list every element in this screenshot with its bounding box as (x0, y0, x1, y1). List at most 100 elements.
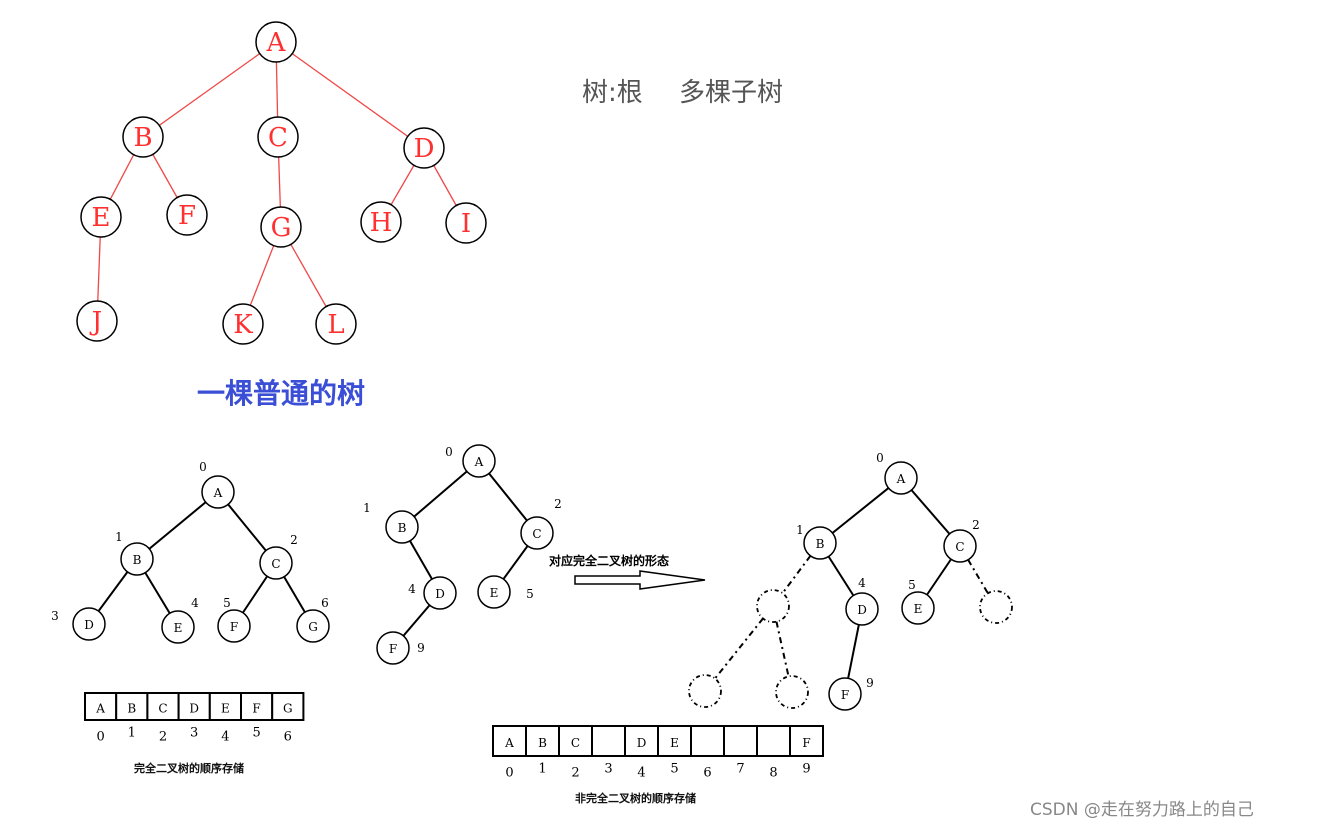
complete-tree-node (161, 610, 195, 644)
complete-tree-node-label: G (308, 620, 318, 634)
mapped-array-cell (789, 725, 824, 757)
incomplete-tree-index: 2 (554, 497, 562, 511)
complete-array-cell-label: C (158, 702, 167, 716)
arrow-label: 对应完全二叉树的形态 (549, 554, 670, 568)
mapped-array-cell (723, 725, 758, 757)
complete-tree-index: 5 (223, 596, 231, 610)
general-tree-node (315, 303, 357, 345)
mapped-tree-node-label: D (857, 603, 867, 617)
tree-definition-note: 树:根 多棵子树 (582, 78, 784, 108)
mapped-tree-empty-node (756, 589, 790, 623)
complete-tree-node-label: D (84, 618, 94, 632)
complete-array-cell-label: A (95, 702, 105, 716)
incomplete-tree-index: 9 (417, 641, 425, 655)
mapped-array-cell (558, 725, 593, 757)
complete-tree-node (120, 542, 154, 576)
general-tree-node (222, 303, 264, 345)
incomplete-tree-node (462, 444, 496, 478)
general-tree-node-label: E (92, 203, 111, 233)
incomplete-tree-index: 4 (408, 582, 416, 596)
mapped-tree-node-label: B (816, 537, 825, 551)
general-tree-node (122, 116, 164, 158)
complete-array-cell-label: F (252, 702, 260, 716)
mapped-array-cell (657, 725, 692, 757)
complete-array-cell (271, 692, 305, 721)
mapped-tree-node (828, 677, 862, 711)
complete-tree-node-label: C (271, 557, 280, 571)
mapped-tree-node-label: C (955, 540, 964, 554)
mapped-array-index: 6 (703, 766, 711, 781)
complete-array-index: 5 (252, 726, 260, 741)
general-tree-node-label: I (461, 209, 471, 239)
general-tree-node (403, 127, 445, 169)
mapped-array-index: 7 (736, 762, 744, 777)
incomplete-tree-node-label: F (389, 642, 397, 656)
mapped-array-index: 4 (637, 766, 645, 781)
complete-array-cell-label: D (189, 702, 199, 716)
complete-tree-caption: 完全二叉树的顺序存储 (134, 762, 244, 775)
complete-tree-index: 0 (199, 460, 207, 474)
complete-tree-node (296, 609, 330, 643)
incomplete-tree-node (385, 510, 419, 544)
complete-array-index: 1 (128, 726, 136, 741)
general-tree-node (360, 201, 402, 243)
general-tree-node (255, 21, 297, 63)
general-tree-node (166, 194, 208, 236)
general-tree-node (445, 202, 487, 244)
mapped-tree-node-label: E (914, 602, 923, 616)
mapped-array-index: 0 (505, 766, 513, 781)
complete-tree-node (201, 475, 235, 509)
complete-array-cell (177, 692, 211, 721)
mapped-array-cell (492, 725, 527, 757)
general-tree-node-label: C (268, 123, 288, 153)
mapped-tree-node (943, 529, 977, 563)
incomplete-tree-caption: 非完全二叉树的顺序存储 (575, 792, 696, 805)
mapped-array-cell-label: E (670, 736, 679, 750)
mapped-array-cell-label: A (504, 736, 514, 750)
complete-tree-index: 6 (321, 596, 329, 610)
mapped-array-index: 9 (802, 762, 810, 777)
mapped-array-cell (591, 725, 626, 757)
mapped-array-cell-label: D (637, 736, 647, 750)
right-arrow-icon (574, 570, 706, 590)
mapped-array-cell-label: B (538, 736, 547, 750)
incomplete-tree-index: 0 (445, 445, 453, 459)
complete-array-cell-label: G (283, 702, 293, 716)
complete-array-index: 4 (221, 730, 229, 745)
mapped-tree-empty-node (979, 590, 1013, 624)
incomplete-tree-node (376, 631, 410, 665)
watermark: CSDN @走在努力路上的自己 (1030, 800, 1254, 820)
incomplete-tree-index: 5 (526, 587, 534, 601)
complete-tree-node (259, 546, 293, 580)
complete-tree-index: 3 (51, 609, 59, 623)
general-tree-node-label: G (271, 213, 292, 243)
general-tree-node-label: H (370, 208, 393, 238)
complete-array-cell (208, 692, 243, 721)
general-tree-node (80, 196, 122, 238)
general-tree-title: 一棵普通的树 (197, 377, 366, 410)
general-tree-node (257, 116, 299, 158)
complete-tree-index: 2 (290, 533, 298, 547)
mapped-array-index: 5 (670, 762, 678, 777)
incomplete-tree-node-label: C (532, 527, 541, 541)
incomplete-tree-node-label: D (435, 587, 445, 601)
general-tree-edge (142, 41, 277, 138)
mapped-array-index: 2 (571, 766, 579, 781)
mapped-array-cell (756, 725, 791, 757)
complete-tree-edge (136, 491, 219, 560)
complete-tree-node-label: F (230, 620, 238, 634)
complete-tree-node-label: E (174, 621, 183, 635)
general-tree-node-label: F (178, 201, 196, 231)
mapped-array-index: 3 (604, 762, 612, 777)
complete-array-cell (240, 692, 274, 721)
complete-array-index: 0 (96, 730, 104, 745)
complete-tree-index: 1 (115, 530, 123, 544)
general-tree-edge (275, 41, 425, 149)
complete-tree-node-label: A (213, 486, 223, 500)
incomplete-tree-edge (401, 460, 480, 528)
complete-tree-index: 4 (191, 596, 199, 610)
incomplete-tree-node (520, 516, 554, 550)
general-tree-node-label: J (89, 307, 102, 337)
